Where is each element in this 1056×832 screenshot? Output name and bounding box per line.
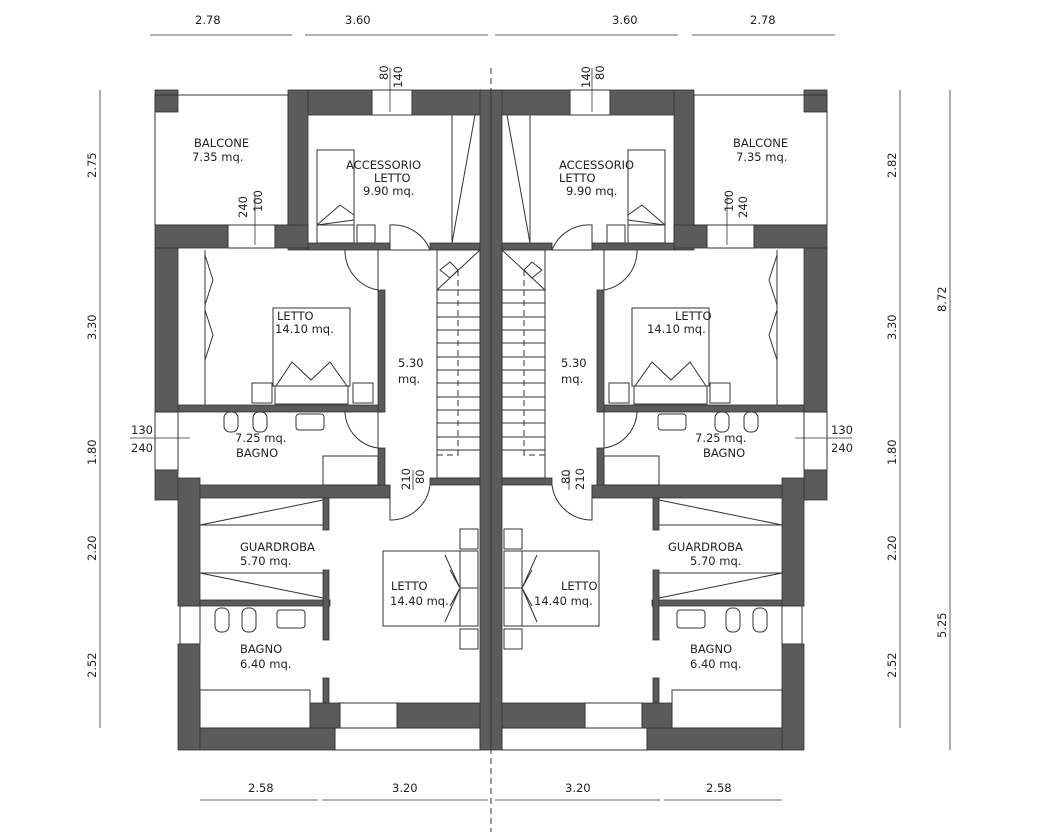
room-name: LETTO bbox=[559, 171, 596, 185]
room-area: 5.70 mq. bbox=[690, 554, 741, 568]
opening-label: 140 bbox=[391, 66, 405, 88]
dim-top: 3.60 bbox=[612, 13, 638, 27]
dim-left: 3.30 bbox=[85, 314, 99, 340]
room-area: 7.35 mq. bbox=[192, 150, 243, 164]
room-area: 7.25 mq. bbox=[235, 431, 286, 445]
room-name: BAGNO bbox=[240, 642, 282, 656]
dim-left: 2.52 bbox=[85, 652, 99, 678]
unit-left bbox=[154, 89, 492, 751]
room-area: 14.40 mq. bbox=[534, 594, 593, 608]
opening-label: 80 bbox=[377, 65, 391, 80]
opening-label: 80 bbox=[413, 469, 427, 484]
room-name: GUARDROBA bbox=[668, 540, 743, 554]
room-area: 5.30 bbox=[398, 356, 424, 370]
room-name: LETTO bbox=[277, 309, 314, 323]
room-area: 5.30 bbox=[561, 356, 587, 370]
room-area: 6.40 mq. bbox=[240, 657, 291, 671]
dim-right: 2.52 bbox=[885, 652, 899, 678]
opening-label: 100 bbox=[251, 190, 265, 212]
dim-left: 2.20 bbox=[85, 535, 99, 561]
room-area: 14.10 mq. bbox=[275, 322, 334, 336]
dim-right: 2.20 bbox=[885, 535, 899, 561]
opening-label: 240 bbox=[736, 196, 750, 218]
room-area: 14.10 mq. bbox=[647, 322, 706, 336]
opening-label: 80 bbox=[559, 469, 573, 484]
opening-label: 140 bbox=[579, 66, 593, 88]
dim-top: 2.78 bbox=[195, 13, 221, 27]
dim-right: 2.82 bbox=[885, 152, 899, 178]
room-name: BAGNO bbox=[690, 642, 732, 656]
dim-right-total: 8.72 bbox=[935, 286, 949, 312]
dim-right: 1.80 bbox=[885, 439, 899, 465]
opening-label: 240 bbox=[236, 196, 250, 218]
dim-top: 3.60 bbox=[345, 13, 371, 27]
room-name: ACCESSORIO bbox=[346, 158, 421, 172]
opening-label: 100 bbox=[722, 190, 736, 212]
room-area: mq. bbox=[398, 372, 420, 386]
room-name: BALCONE bbox=[733, 136, 788, 150]
room-name: BALCONE bbox=[194, 136, 249, 150]
dim-left: 1.80 bbox=[85, 439, 99, 465]
room-name: ACCESSORIO bbox=[559, 158, 634, 172]
opening-label: 240 bbox=[831, 441, 853, 455]
opening-label: 80 bbox=[593, 65, 607, 80]
dim-left: 2.75 bbox=[85, 152, 99, 178]
opening-label: 210 bbox=[573, 468, 587, 490]
room-area: 14.40 mq. bbox=[390, 594, 449, 608]
opening-label: 240 bbox=[131, 441, 153, 455]
dim-bottom: 2.58 bbox=[248, 781, 274, 795]
room-name: BAGNO bbox=[236, 446, 278, 460]
dimension-lines bbox=[99, 34, 951, 801]
dim-top: 2.78 bbox=[750, 13, 776, 27]
dim-right: 3.30 bbox=[885, 314, 899, 340]
room-area: 9.90 mq. bbox=[363, 184, 414, 198]
room-area: 7.35 mq. bbox=[736, 150, 787, 164]
room-area: 7.25 mq. bbox=[695, 431, 746, 445]
opening-label: 210 bbox=[399, 468, 413, 490]
room-area: 9.90 mq. bbox=[566, 184, 617, 198]
room-name: LETTO bbox=[675, 309, 712, 323]
room-name: GUARDROBA bbox=[240, 540, 315, 554]
room-name: BAGNO bbox=[703, 446, 745, 460]
room-area: 6.40 mq. bbox=[690, 657, 741, 671]
room-area: mq. bbox=[561, 372, 583, 386]
dim-bottom: 3.20 bbox=[392, 781, 418, 795]
unit-right bbox=[490, 89, 828, 751]
room-name: LETTO bbox=[374, 171, 411, 185]
opening-label: 130 bbox=[131, 423, 153, 437]
room-name: LETTO bbox=[561, 579, 598, 593]
room-name: LETTO bbox=[391, 579, 428, 593]
room-area: 5.70 mq. bbox=[240, 554, 291, 568]
dim-right-total: 5.25 bbox=[935, 612, 949, 638]
dim-bottom: 3.20 bbox=[565, 781, 591, 795]
opening-label: 130 bbox=[831, 423, 853, 437]
dim-bottom: 2.58 bbox=[706, 781, 732, 795]
